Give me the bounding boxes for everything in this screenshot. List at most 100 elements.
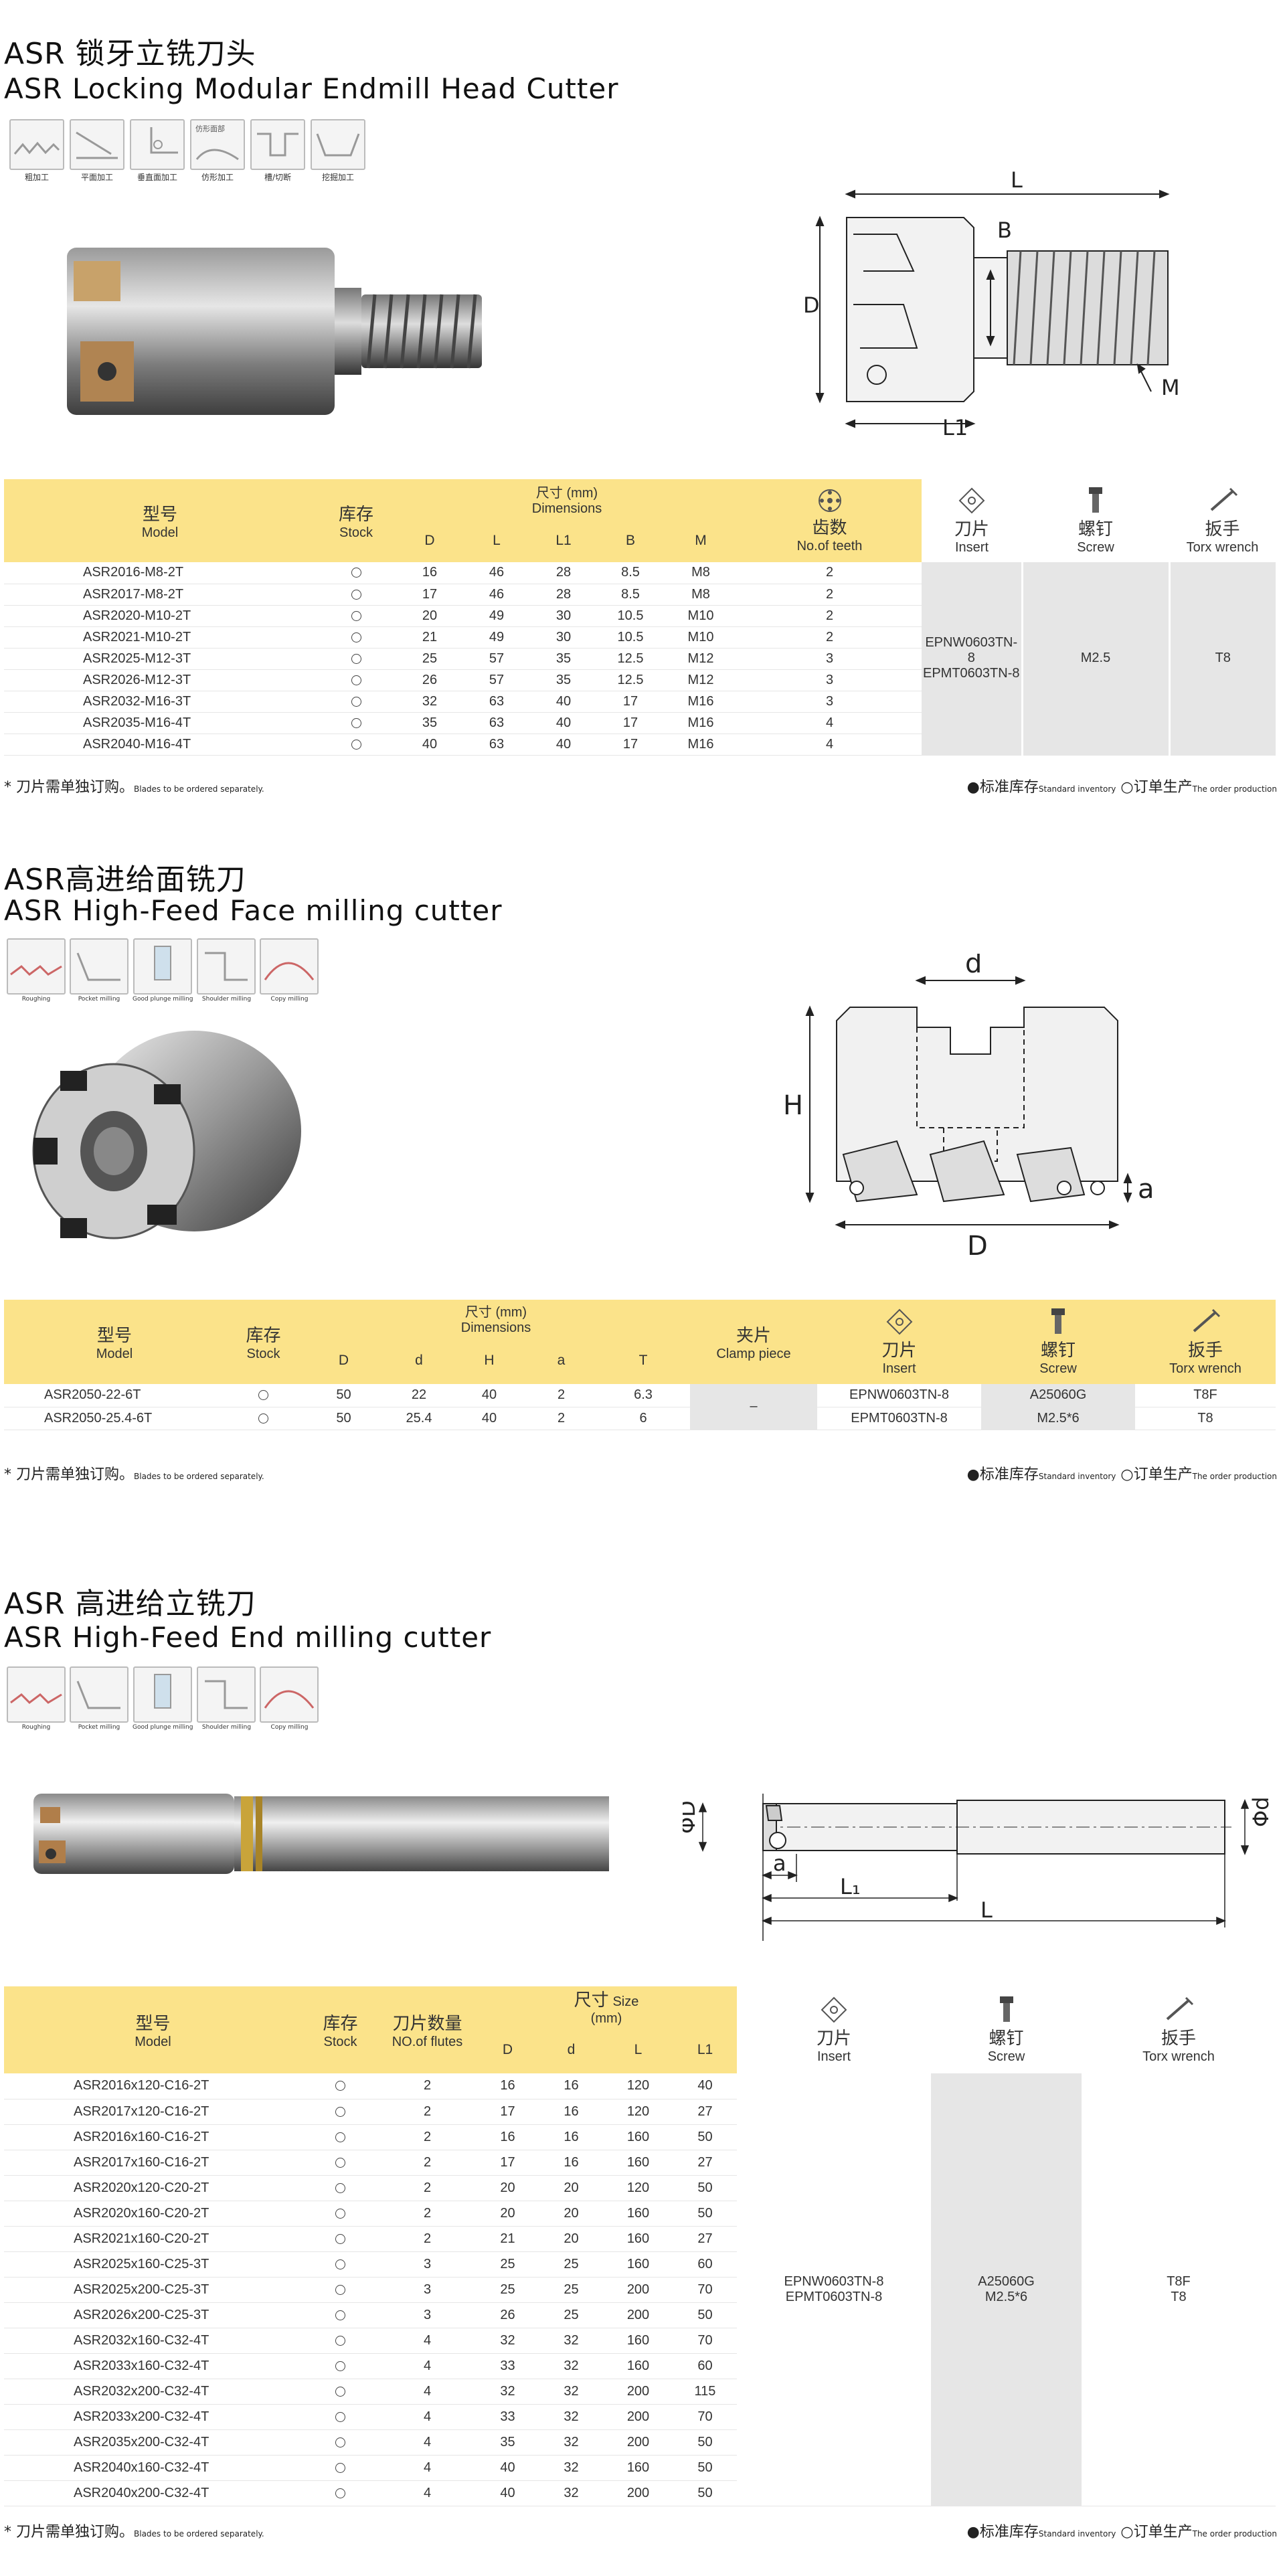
stock-cell xyxy=(302,2201,379,2227)
footnote: * 刀片需单独订购。Blades to be ordered separatel… xyxy=(4,779,264,796)
open-circle-icon xyxy=(335,2208,345,2219)
stock-cell xyxy=(302,2124,379,2150)
l1-cell: 115 xyxy=(673,2379,737,2405)
l1-cell: 35 xyxy=(530,669,597,691)
l1-cell: 27 xyxy=(673,2226,737,2252)
teeth-cell: 4 xyxy=(738,734,922,756)
dim-B: B xyxy=(997,218,1012,243)
l1-cell: 60 xyxy=(673,2251,737,2278)
l-cell: 120 xyxy=(603,2073,673,2099)
op-label: 粗加工 xyxy=(24,173,49,182)
open-circle-icon xyxy=(335,2182,345,2193)
l1-cell: 50 xyxy=(673,2302,737,2328)
face-mill-diagram: d H a D xyxy=(783,954,1154,1262)
bore-cell: 22 xyxy=(386,1384,452,1407)
d-cell: 16 xyxy=(396,562,463,584)
dim-D: ΦD xyxy=(683,1800,700,1834)
bore-cell: 25.4 xyxy=(386,1407,452,1430)
d-cell: 32 xyxy=(396,691,463,713)
stock-cell xyxy=(302,2226,379,2252)
open-circle-icon xyxy=(335,2386,345,2397)
op-shoulder: Shoulder milling xyxy=(197,1666,256,1731)
l-cell: 200 xyxy=(603,2404,673,2430)
model-cell: ASR2017x120-C16-2T xyxy=(4,2099,302,2125)
b-cell: 10.5 xyxy=(597,626,664,649)
m-cell: M12 xyxy=(664,648,738,670)
copy-milling-icon: 仿形面部 xyxy=(190,119,245,170)
copy-milling-icon xyxy=(260,938,319,995)
footnote: * 刀片需单独订购。Blades to be ordered separatel… xyxy=(4,1466,264,1483)
stock-legend: ●标准库存Standard inventory ○订单生产The order p… xyxy=(966,2524,1277,2541)
op-vertical: 垂直面加工 xyxy=(130,119,185,183)
teeth-cell: 2 xyxy=(738,562,922,584)
section-title-en: ASR High-Feed End milling cutter xyxy=(4,1621,492,1654)
screw-cell: M2.5*6 xyxy=(981,1407,1135,1430)
section-title-cn: ASR 高进给立铣刀 xyxy=(4,1587,256,1621)
stock-cell xyxy=(316,712,396,734)
shank-cell: 16 xyxy=(539,2124,603,2150)
l1-cell: 70 xyxy=(673,2277,737,2303)
shank-cell: 16 xyxy=(539,2073,603,2099)
h-cell: 40 xyxy=(452,1407,526,1430)
l-cell: 46 xyxy=(463,562,530,584)
d-cell: 25 xyxy=(476,2277,539,2303)
l1-cell: 60 xyxy=(673,2353,737,2379)
shank-cell: 32 xyxy=(539,2328,603,2354)
end-mill-diagram: ΦD Φd a L₁ L xyxy=(683,1794,1272,1941)
open-circle-icon xyxy=(351,717,361,728)
l1-cell: 50 xyxy=(673,2175,737,2201)
shank-cell: 25 xyxy=(539,2302,603,2328)
op-pocket: 挖掘加工 xyxy=(311,119,365,183)
l-cell: 160 xyxy=(603,2150,673,2176)
stock-cell xyxy=(302,2277,379,2303)
model-cell: ASR2032x160-C32-4T xyxy=(4,2328,302,2354)
l1-cell: 28 xyxy=(530,562,597,584)
th-col: d xyxy=(539,2027,603,2073)
model-cell: ASR2020x120-C20-2T xyxy=(4,2175,302,2201)
operation-icons: 粗加工 平面加工 垂直面加工 仿形面部 仿形加工 槽/切断 挖掘加工 xyxy=(9,119,365,183)
l1-cell: 50 xyxy=(673,2124,737,2150)
model-cell: ASR2016x160-C16-2T xyxy=(4,2124,302,2150)
flutes-cell: 4 xyxy=(379,2480,476,2506)
a-cell: 2 xyxy=(526,1384,596,1407)
d-cell: 35 xyxy=(396,712,463,734)
slot-milling-icon xyxy=(250,119,305,170)
face-mill-photo xyxy=(32,1031,301,1239)
t-cell: 6.3 xyxy=(596,1384,690,1407)
stock-cell xyxy=(302,2429,379,2456)
stock-cell xyxy=(316,669,396,691)
model-cell: ASR2016x120-C16-2T xyxy=(4,2073,302,2099)
d-cell: 35 xyxy=(476,2429,539,2456)
open-circle-icon xyxy=(351,696,361,707)
l-cell: 120 xyxy=(603,2175,673,2201)
wrench-cell: T8F xyxy=(1135,1384,1276,1407)
l1-cell: 30 xyxy=(530,626,597,649)
d-cell: 50 xyxy=(302,1407,386,1430)
flutes-cell: 3 xyxy=(379,2277,476,2303)
pocket-milling-icon xyxy=(311,119,365,170)
stock-cell xyxy=(316,648,396,670)
operation-icons: Roughing Pocket milling Good plunge mill… xyxy=(7,938,319,1003)
shank-cell: 16 xyxy=(539,2150,603,2176)
open-circle-icon xyxy=(351,610,361,621)
open-circle-icon xyxy=(335,2259,345,2269)
d-cell: 17 xyxy=(396,584,463,606)
stock-cell xyxy=(302,2150,379,2176)
flutes-cell: 4 xyxy=(379,2429,476,2456)
shoulder-milling-icon xyxy=(197,1666,256,1723)
shank-cell: 20 xyxy=(539,2226,603,2252)
l-cell: 63 xyxy=(463,712,530,734)
